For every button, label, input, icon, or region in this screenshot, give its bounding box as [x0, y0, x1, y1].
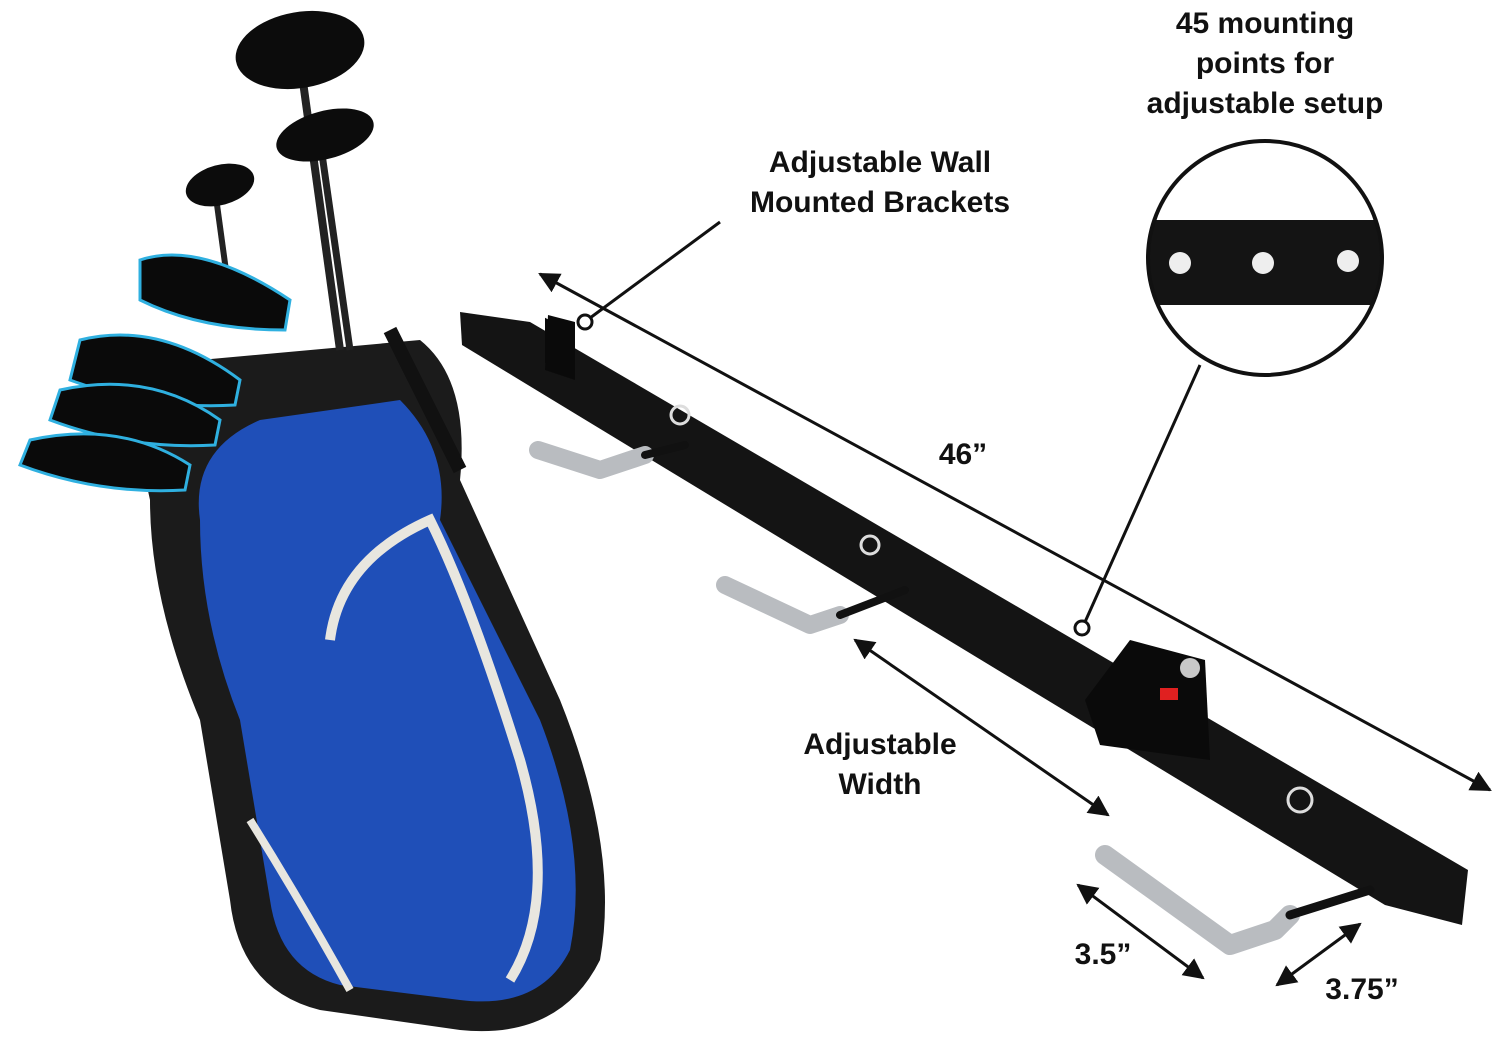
wall-rack: [460, 312, 1468, 925]
hook-depth-label: 3.5”: [1074, 938, 1132, 971]
label-line: 45 mounting: [1175, 7, 1355, 40]
hook-height-label: 3.75”: [1325, 973, 1399, 1006]
width-arrow: [853, 638, 1110, 817]
hooks: [529, 441, 1375, 955]
label-line: points for: [1195, 47, 1335, 80]
mounting-points-label: 45 mounting points for adjustable setup: [1147, 4, 1384, 124]
golf-clubs: [18, 10, 374, 493]
mounting-leader: [1083, 364, 1202, 623]
label-line: Adjustable: [803, 728, 957, 761]
label-line: Adjustable Wall: [768, 146, 992, 179]
label-line: Mounted Brackets: [749, 186, 1011, 219]
brackets-label: Adjustable Wall Mounted Brackets: [750, 143, 1010, 223]
label-line: Width: [838, 768, 922, 801]
bracket-leader: [589, 220, 721, 320]
length-label: 46”: [938, 438, 988, 471]
hook-height-arrow: [1275, 922, 1362, 987]
length-arrow: [538, 272, 1492, 792]
label-line: adjustable setup: [1146, 87, 1384, 120]
mounting-holes-inset: [1146, 139, 1384, 377]
golf-bag: [145, 326, 606, 1032]
wall-bracket: [545, 315, 575, 380]
width-label: Adjustable Width: [803, 725, 956, 805]
annotations: [538, 220, 1492, 987]
mounting-leader-dot: [1073, 619, 1091, 637]
hook-depth-arrow: [1076, 883, 1205, 980]
bracket-leader-dot: [576, 313, 594, 331]
